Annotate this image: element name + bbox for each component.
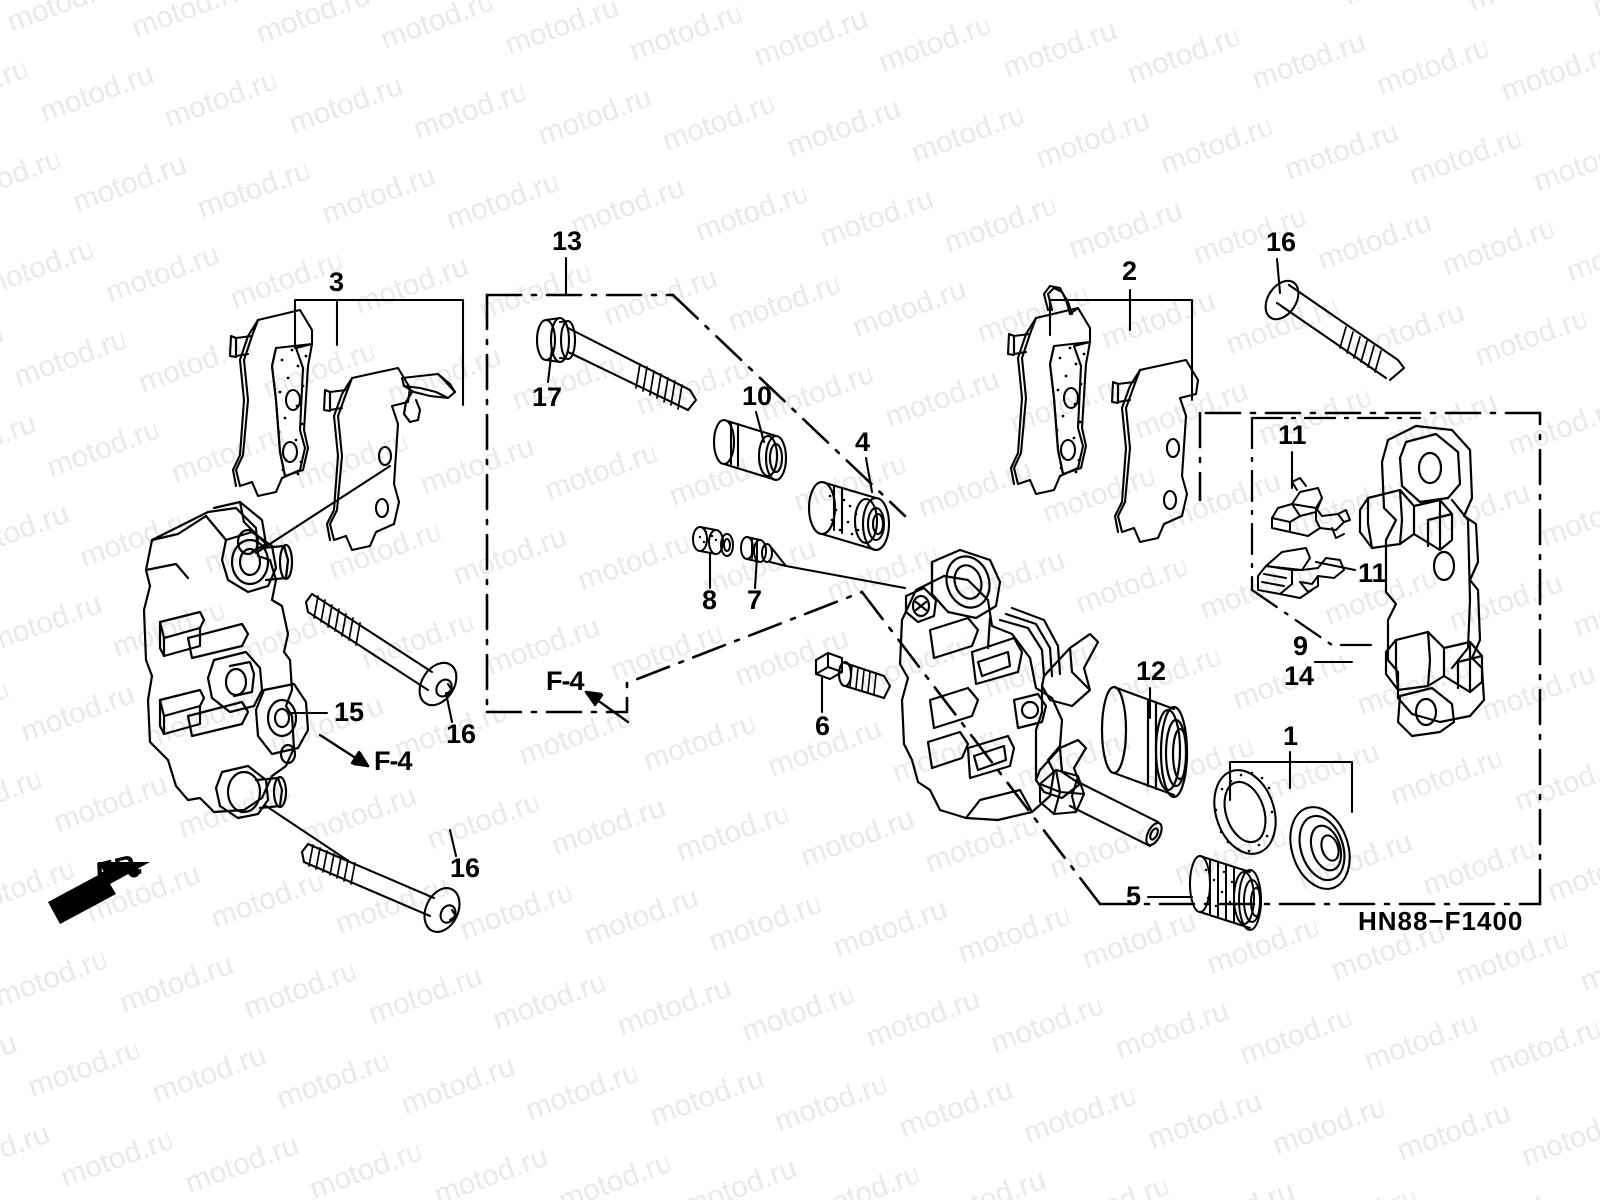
part-12-piston [1100, 685, 1189, 799]
group-9-14-boundary [1250, 416, 1422, 647]
callout-1: 1 [1283, 721, 1299, 751]
callout-14: 14 [1284, 661, 1315, 691]
callout-12: 12 [1136, 656, 1167, 686]
leader-lines [254, 256, 1357, 899]
callout-16-upper-left: 16 [446, 719, 477, 749]
section-marker-f4-right: F-4 [546, 666, 584, 696]
part-6-flange-bolt [814, 651, 892, 700]
group-13-boundary [485, 293, 1542, 906]
callout-4: 4 [855, 427, 871, 457]
callout-15: 15 [334, 697, 365, 727]
diagram-part-code: HN88−F1400 [1358, 906, 1524, 936]
part-11-retainer-clips [1257, 477, 1351, 599]
callout-11-lower: 11 [1358, 558, 1387, 588]
callout-5: 5 [1126, 881, 1142, 911]
part-1-seal-set [1213, 769, 1351, 890]
callout-16-top-right: 16 [1266, 227, 1297, 257]
callout-3: 3 [329, 267, 345, 297]
part-2-brake-pads [1006, 284, 1200, 544]
part-5-piston-boot [1189, 855, 1262, 931]
part-3-brake-pads [228, 308, 457, 552]
callout-7: 7 [747, 585, 763, 615]
callout-13: 13 [552, 226, 583, 256]
caliper-body-right [898, 548, 1100, 822]
part-7-bleed-screw [740, 536, 787, 567]
section-marker-f4-left: F-4 [374, 746, 412, 776]
part-15-caliper-left [142, 500, 310, 820]
part-16-bolt-upper [304, 592, 458, 707]
part-8-bleeder-cap [692, 526, 734, 557]
part-16-bolt-lower [300, 842, 461, 933]
callout-8: 8 [702, 585, 718, 615]
callout-2: 2 [1122, 256, 1138, 286]
callout-11-upper: 11 [1278, 420, 1307, 450]
callout-10: 10 [742, 381, 773, 411]
caliper-pin-bolt [1038, 768, 1163, 848]
callout-16-lower-left: 16 [450, 853, 481, 883]
callout-9: 9 [1293, 631, 1309, 661]
part-4-pin-bushing [807, 480, 891, 552]
callout-6: 6 [815, 711, 831, 741]
callout-17: 17 [532, 382, 563, 412]
part-10-pin-boot [712, 418, 788, 482]
